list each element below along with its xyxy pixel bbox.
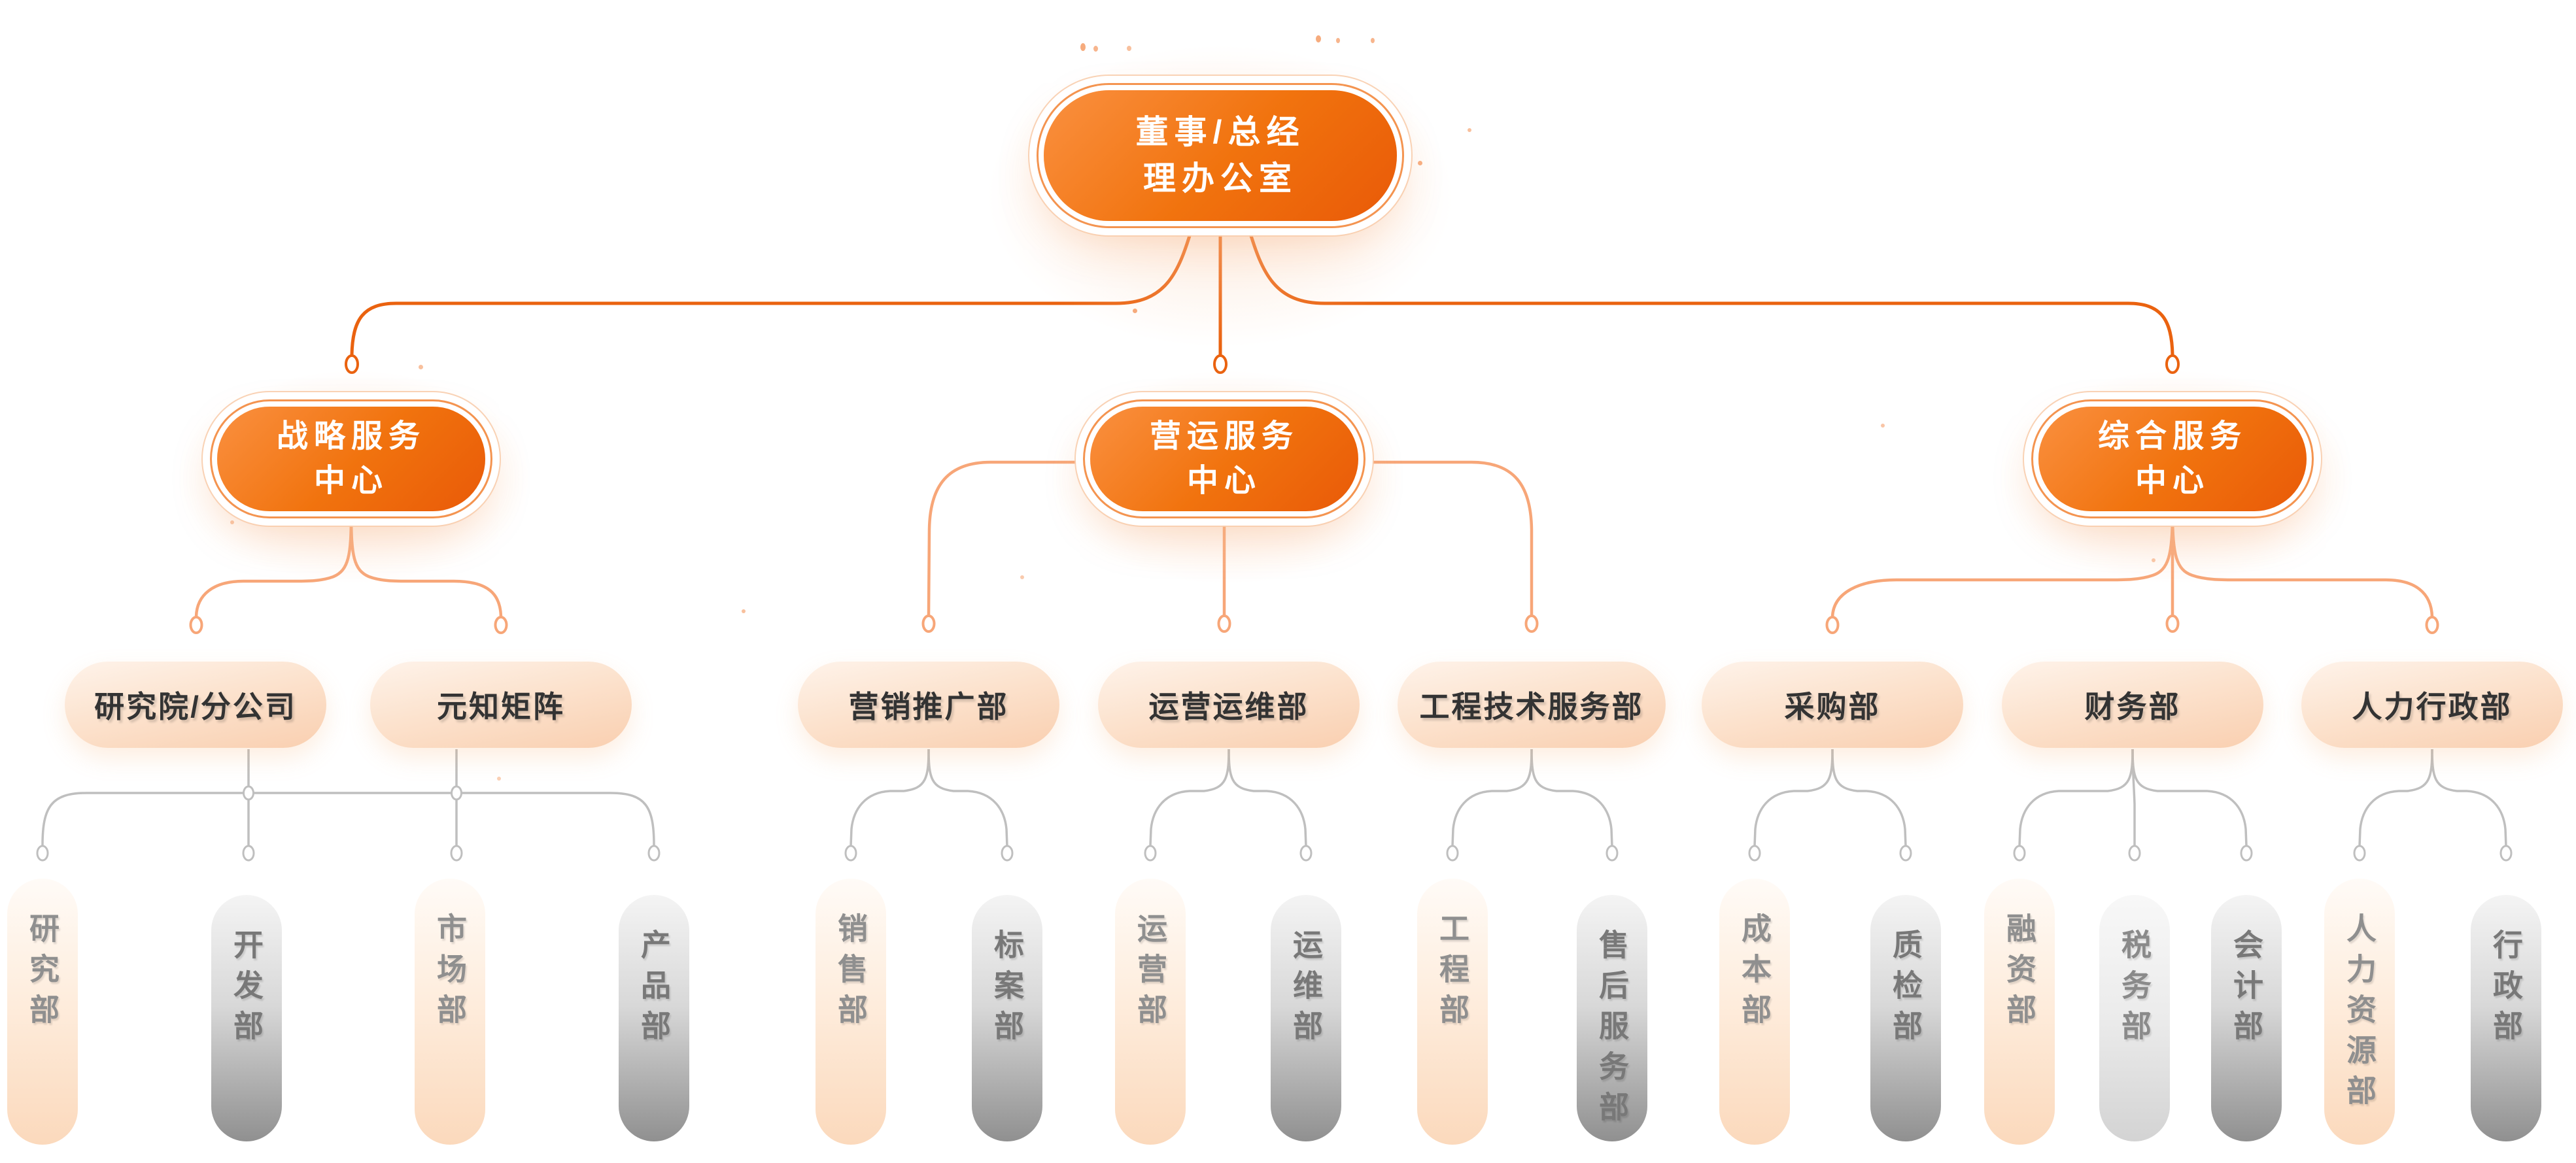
dept-yuanzhi-matrix: 元知矩阵	[370, 662, 632, 748]
pill-administration-dept: 行政部	[2471, 895, 2541, 1141]
pill-human-resources-dept-label: 人力资源部	[2343, 913, 2377, 1115]
pill-development-dept: 开发部	[211, 895, 282, 1141]
pill-accounting-dept: 会计部	[2211, 895, 2282, 1141]
connector-endpoints-level2	[189, 615, 2439, 634]
dept-marketing-promotion-label: 营销推广部	[848, 690, 1009, 724]
pill-operations-dept: 运营部	[1115, 879, 1186, 1145]
pill-research-dept: 研究部	[7, 879, 78, 1145]
pill-bidding-dept: 标案部	[972, 895, 1042, 1141]
pill-development-dept-label: 开发部	[230, 929, 264, 1051]
pill-bidding-dept-label: 标案部	[990, 929, 1024, 1051]
dept-research-institute-branch: 研究院/分公司	[65, 662, 326, 748]
pill-sales-dept-label: 销售部	[834, 913, 868, 1034]
dept-research-institute-branch-label: 研究院/分公司	[94, 690, 297, 724]
pill-product-dept: 产品部	[619, 895, 689, 1141]
node-strategic-service-center-label: 战略服务中心	[276, 418, 426, 498]
pill-cost-dept: 成本部	[1719, 879, 1790, 1145]
pill-human-resources-dept: 人力资源部	[2324, 879, 2395, 1145]
dept-finance: 财务部	[2002, 662, 2263, 748]
node-general-service-center-label: 综合服务中心	[2097, 418, 2247, 498]
pill-quality-inspection-dept-label: 质检部	[1889, 929, 1923, 1051]
pill-after-sales-service-dept: 售后服务部	[1577, 895, 1647, 1141]
dept-engineering-tech-service-label: 工程技术服务部	[1419, 690, 1644, 724]
pill-sales-dept: 销售部	[816, 879, 886, 1145]
pill-financing-dept: 融资部	[1984, 879, 2055, 1145]
node-operations-service-center-label: 营运服务中心	[1149, 418, 1299, 498]
pill-engineering-dept: 工程部	[1417, 879, 1488, 1145]
pill-tax-dept: 税务部	[2099, 895, 2170, 1141]
pill-tax-dept-label: 税务部	[2118, 929, 2152, 1051]
pill-maintenance-dept: 运维部	[1271, 895, 1341, 1141]
pill-operations-dept-label: 运营部	[1133, 913, 1167, 1034]
pill-after-sales-service-dept-label: 售后服务部	[1595, 929, 1629, 1132]
dept-hr-admin-label: 人力行政部	[2352, 690, 2513, 724]
dept-operations-maintenance-label: 运营运维部	[1148, 690, 1309, 724]
pill-engineering-dept-label: 工程部	[1435, 913, 1469, 1034]
pill-research-dept-label: 研究部	[26, 913, 60, 1034]
connectors-level1	[350, 224, 2174, 356]
pill-quality-inspection-dept: 质检部	[1870, 895, 1941, 1141]
connector-endpoints-level3	[36, 785, 2513, 862]
dept-engineering-tech-service: 工程技术服务部	[1398, 662, 1666, 748]
dept-finance-label: 财务部	[2084, 690, 2181, 724]
dept-operations-maintenance: 运营运维部	[1098, 662, 1360, 748]
dept-procurement-label: 采购部	[1784, 690, 1881, 724]
node-general-service-center: 综合服务中心	[2038, 407, 2307, 511]
pill-accounting-dept-label: 会计部	[2229, 929, 2263, 1051]
pill-administration-dept-label: 行政部	[2489, 929, 2523, 1051]
connector-endpoints-level1	[345, 354, 2180, 374]
pill-market-dept-label: 市场部	[433, 913, 467, 1034]
node-operations-service-center: 营运服务中心	[1090, 407, 1358, 511]
dept-marketing-promotion: 营销推广部	[798, 662, 1059, 748]
node-board-gm-office: 董事/总经理办公室	[1044, 90, 1397, 221]
pill-maintenance-dept-label: 运维部	[1289, 929, 1323, 1051]
dept-hr-admin: 人力行政部	[2301, 662, 2563, 748]
pill-product-dept-label: 产品部	[637, 929, 671, 1051]
pill-cost-dept-label: 成本部	[1738, 913, 1772, 1034]
dept-yuanzhi-matrix-label: 元知矩阵	[437, 690, 565, 724]
pill-financing-dept-label: 融资部	[2002, 913, 2036, 1034]
connectors-level3	[41, 749, 2507, 847]
dept-procurement: 采购部	[1702, 662, 1963, 748]
node-board-gm-office-label: 董事/总经理办公室	[1135, 114, 1305, 197]
node-strategic-service-center: 战略服务中心	[217, 407, 485, 511]
pill-market-dept: 市场部	[415, 879, 485, 1145]
